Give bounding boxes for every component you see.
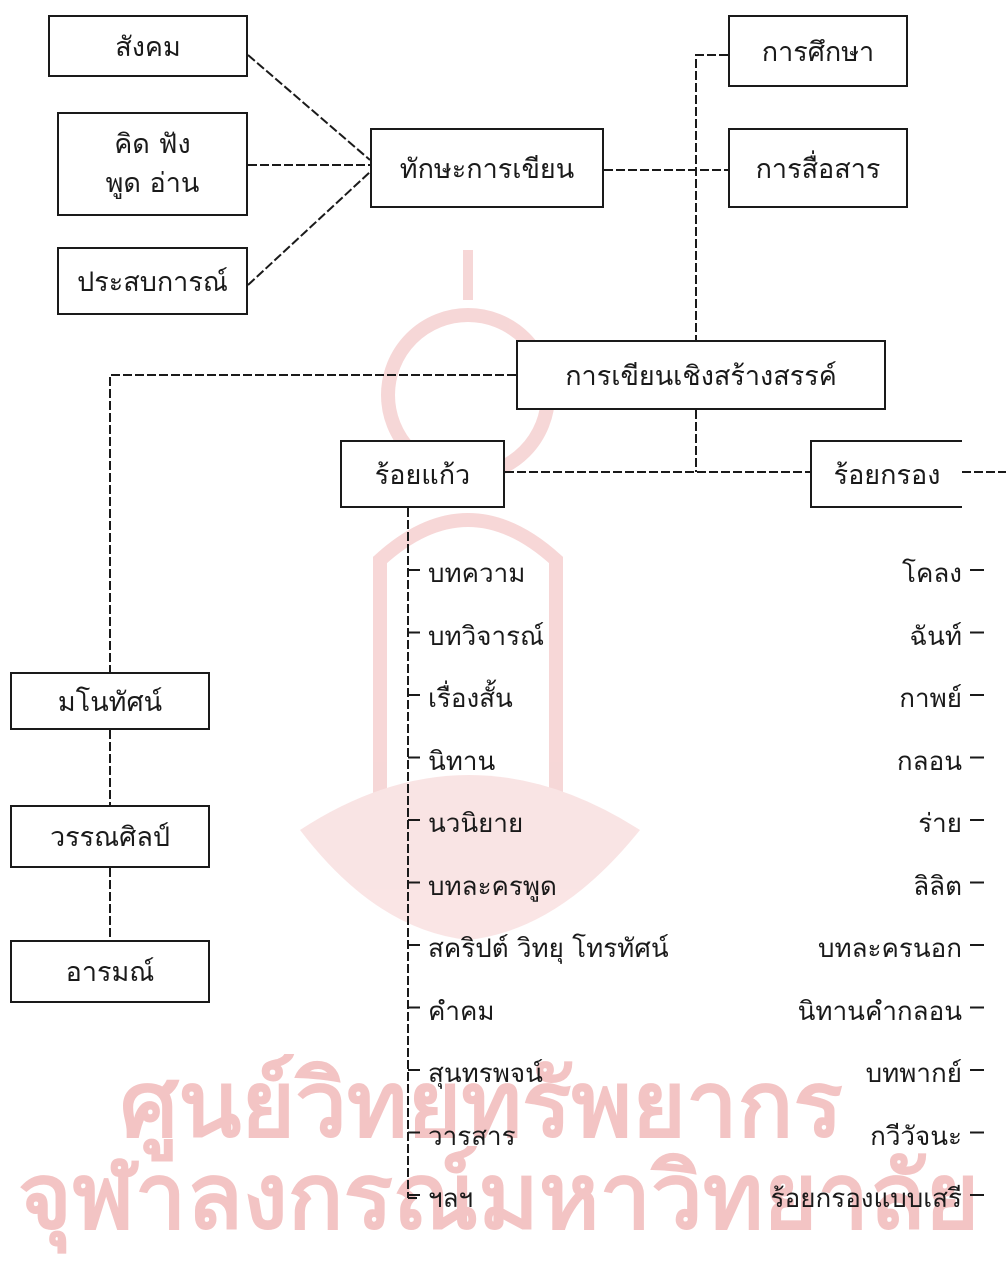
node-literary-art: วรรณศิลป์ [10, 805, 210, 868]
prose-item: เรื่องสั้น [428, 684, 513, 714]
node-emotion: อารมณ์ [10, 940, 210, 1003]
verse-item: กวีวัจนะ [870, 1121, 962, 1152]
edge-society-writing [247, 54, 371, 161]
node-vision: มโนทัศน์ [10, 672, 210, 730]
edge-education-trunk [695, 54, 728, 340]
prose-item: บทความ [428, 559, 526, 589]
verse-item: บทพากย์ [865, 1059, 962, 1089]
edge-creative-vision [109, 374, 516, 672]
watermark-line-1: ศูนย์วิทยทรัพยากร [120, 1051, 843, 1158]
prose-item: นิทาน [428, 746, 496, 777]
node-skills: คิด ฟัง พูด อ่าน [57, 112, 248, 216]
node-society: สังคม [48, 15, 248, 77]
verse-item: ลิลิต [913, 871, 962, 902]
node-experience: ประสบการณ์ [57, 247, 248, 315]
prose-item: บทวิจารณ์ [428, 621, 545, 652]
prose-item: คำคม [428, 996, 495, 1027]
prose-item: สคริปต์ วิทยุ โทรทัศน์ [428, 934, 669, 964]
edge-experience-writing [247, 171, 371, 286]
prose-item: สุนทรพจน์ [428, 1059, 543, 1089]
prose-item: ฯลฯ [428, 1184, 474, 1214]
verse-item: โคลง [902, 559, 962, 589]
node-skills-line-1: คิด ฟัง [114, 128, 191, 160]
verse-item: กาพย์ [899, 684, 962, 714]
connector-lines [109, 54, 1006, 1199]
verse-item: นิทานคำกลอน [797, 996, 962, 1027]
node-verse: ร้อยกรอง [810, 440, 962, 508]
node-creative-writing: การเขียนเชิงสร้างสรรค์ [516, 340, 886, 410]
verse-item: ฉันท์ [909, 621, 962, 652]
verse-item: ร้อยกรองแบบเสรี [770, 1184, 962, 1214]
node-education: การศึกษา [728, 15, 908, 87]
node-skills-line-2: พูด อ่าน [105, 168, 200, 199]
prose-item: วารสาร [428, 1121, 516, 1152]
node-prose: ร้อยแก้ว [340, 440, 505, 508]
verse-item: บทละครนอก [817, 934, 962, 964]
prose-item: บทละครพูด [428, 871, 557, 902]
verse-item: ร่าย [918, 809, 962, 839]
node-communication: การสื่อสาร [728, 128, 908, 208]
node-writing-skill: ทักษะการเขียน [370, 128, 604, 208]
verse-item: กลอน [896, 746, 962, 777]
prose-item: นวนิยาย [428, 809, 524, 839]
